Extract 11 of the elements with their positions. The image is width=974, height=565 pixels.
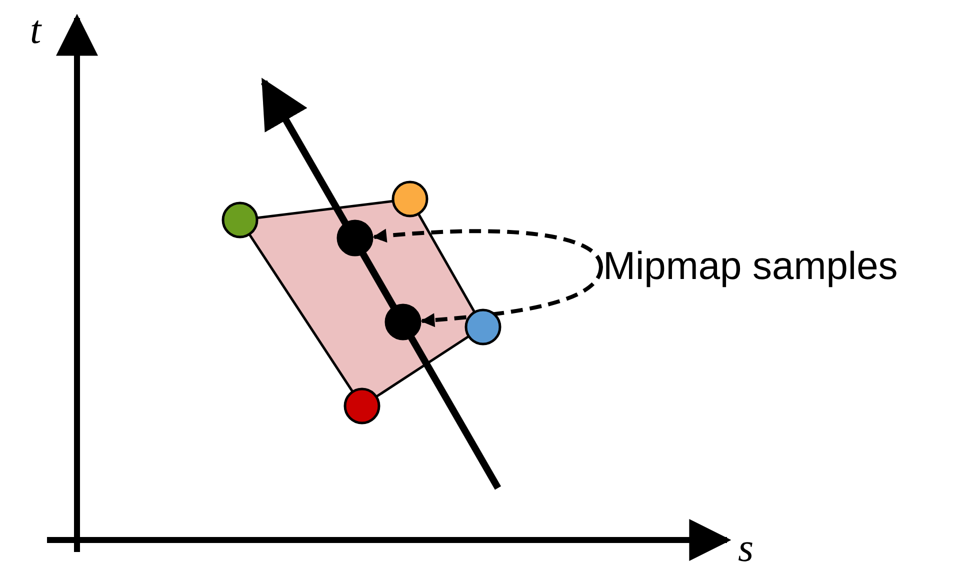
corner-dot (343, 387, 381, 425)
callout-label: Mipmap samples (603, 244, 898, 290)
axis-label: s (738, 528, 754, 565)
leader-arrow (372, 228, 603, 268)
corner-dot (221, 201, 259, 239)
leader-arrow (420, 266, 603, 327)
sample-dot (384, 303, 422, 341)
corner-dot (464, 308, 502, 346)
corner-dot (391, 180, 429, 218)
sample-dot (336, 219, 374, 257)
axis-label: t (30, 10, 42, 50)
